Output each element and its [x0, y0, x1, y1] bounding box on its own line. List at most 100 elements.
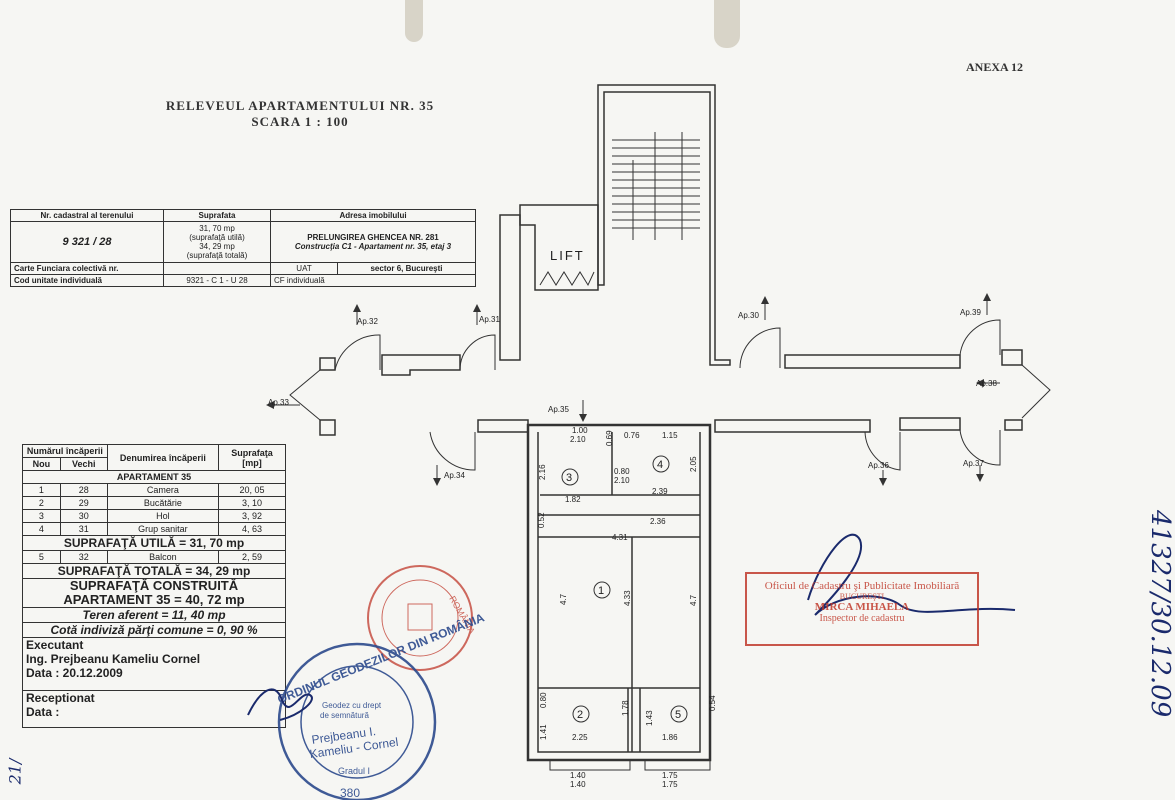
surface-utila-label: (suprafaţă utilă)	[189, 233, 245, 242]
address-line2: Construcţia C1 - Apartament nr. 35, etaj…	[294, 242, 452, 251]
geodez-line1: Geodez cu drept	[322, 701, 382, 710]
dim-label: 4.7	[559, 593, 568, 605]
handwritten-registration: 41327/30.12.09	[1145, 510, 1175, 718]
surface-totala-label: (suprafaţă totală)	[186, 251, 248, 260]
label-ap38: Ap.38	[976, 379, 997, 388]
dim-label: 1.75	[662, 771, 678, 780]
label-ap34: Ap.34	[444, 471, 465, 480]
dim-label: 1.86	[662, 733, 678, 742]
room-marker-2	[572, 705, 590, 723]
dim-label: 0.80	[539, 692, 548, 708]
door-ap38	[1021, 364, 1051, 419]
receptionat-cell: Receptionat Data :	[22, 690, 286, 728]
corridor-top-wall-left	[319, 354, 461, 376]
table-row: 3 30 Hol 3, 92	[22, 509, 286, 523]
room-marker-3	[561, 468, 579, 486]
geodez-number: 380	[340, 786, 360, 800]
label-ap36: Ap.36	[868, 461, 889, 470]
dim-label: 1.43	[645, 710, 654, 726]
label-ap30: Ap.30	[738, 311, 759, 320]
title-line1: RELEVEUL APARTAMENTULUI NR. 35	[165, 98, 435, 113]
balcony-rails	[549, 760, 711, 771]
label-ap39: Ap.39	[960, 308, 981, 317]
hdr-denumirea: Denumirea încăperii	[106, 444, 220, 471]
lift-zigzag	[539, 271, 595, 287]
dim-label: 2.10	[570, 435, 586, 444]
dim-label: 1.00	[572, 426, 588, 435]
dim-label: 1.40	[570, 771, 586, 780]
label-ap37: Ap.37	[963, 459, 984, 468]
inspector-signature	[807, 533, 1016, 616]
oficiu-line4: Inspector de cadastru	[819, 613, 905, 624]
plan-labels: LIFT Ap.32 Ap.31 Ap.30 Ap.39 Ap.33 Ap.38…	[268, 248, 997, 480]
room-number-2: 2	[577, 709, 583, 721]
cadastral-number: 9 321 / 28	[10, 221, 164, 263]
door-ap32	[334, 334, 381, 371]
room-number-markers: 3 4 1 2 5	[561, 455, 688, 723]
room-number-5: 5	[675, 709, 681, 721]
stair-shaft-wall	[597, 84, 731, 366]
executant-label: Executant	[26, 638, 84, 652]
suprafata-construita: SUPRAFAŢĂ CONSTRUITĂ APARTAMENT 35 = 40,…	[22, 578, 286, 608]
corridor-bottom-wall-left	[319, 419, 529, 436]
room-number-4: 4	[657, 459, 663, 471]
side-note: 21/	[5, 758, 25, 785]
cod-unitate-label: Cod unitate individuală	[10, 274, 164, 287]
executant-name: Ing. Prejbeanu Kameliu Cornel	[26, 652, 201, 666]
dim-label: 4.33	[623, 590, 632, 606]
dim-label: 2.39	[652, 487, 668, 496]
suprafata-construita-line2: APARTAMENT 35 = 40, 72 mp	[63, 592, 245, 607]
teren-aferent: Teren aferent = 11, 40 mp	[22, 607, 286, 623]
dim-label: 0.54	[708, 695, 717, 711]
door-ap31	[459, 334, 496, 371]
door-ap34	[429, 431, 476, 471]
room-number-1: 1	[598, 585, 604, 597]
label-ap33: Ap.33	[268, 398, 289, 407]
cadastral-info-table: Nr. cadastral al terenului Suprafata Adr…	[10, 209, 476, 287]
room-marker-5	[670, 705, 688, 723]
dim-label: 4.7	[689, 594, 698, 606]
dim-label: 1.78	[621, 700, 630, 716]
dim-label: 2.16	[538, 464, 547, 480]
door-ap30	[739, 327, 781, 369]
title-line2: SCARA 1 : 100	[251, 114, 349, 129]
dim-label: 0.52	[537, 512, 546, 528]
geodez-stamp: ORDINUL GEODEZILOR DIN ROMÂNIA Geodez cu…	[275, 609, 487, 800]
label-ap31: Ap.31	[479, 315, 500, 324]
address-line1: PRELUNGIREA GHENCEA NR. 281	[307, 233, 439, 242]
door-ap39	[959, 319, 1001, 356]
binder-hole-right	[714, 0, 740, 48]
dim-label: 2.25	[572, 733, 588, 742]
oficiu-line1: Oficiul de Cadastru şi Publicitate Imobi…	[764, 580, 960, 592]
stair-lines	[612, 132, 700, 240]
dim-label: 2.36	[650, 517, 666, 526]
room-number-3: 3	[566, 472, 572, 484]
executant-date: Data : 20.12.2009	[26, 666, 123, 680]
surface-utila-value: 31, 70 mp	[199, 224, 235, 233]
dim-label: 1.15	[662, 431, 678, 440]
binder-hole-left	[405, 0, 423, 42]
door-ap37	[959, 429, 1001, 466]
surface-totala-value: 34, 29 mp	[199, 242, 235, 251]
dim-label: 1.82	[565, 495, 581, 504]
address-cell: PRELUNGIREA GHENCEA NR. 281 Construcţia …	[270, 221, 476, 263]
cod-unitate-value: 9321 - C 1 - U 28	[163, 274, 271, 287]
dim-label: 2.10	[614, 476, 630, 485]
lift-label: LIFT	[550, 248, 585, 263]
label-ap35: Ap.35	[548, 405, 569, 414]
dim-label: 0.80	[614, 467, 630, 476]
door-ap36	[864, 431, 901, 471]
dim-label: 2.05	[689, 456, 698, 472]
arrow-heads	[266, 293, 991, 486]
room-marker-1	[593, 581, 611, 599]
corridor-top-wall-right	[784, 349, 1023, 369]
cota-indiviza: Cotă indiviză părţi comune = 0, 90 %	[22, 622, 286, 638]
receptionat-date: Data :	[26, 705, 60, 719]
label-ap32: Ap.32	[357, 317, 378, 326]
surface-cell: 31, 70 mp (suprafaţă utilă) 34, 29 mp (s…	[163, 221, 271, 263]
corridor-bottom-wall-right	[714, 417, 1023, 433]
geodez-line5: Gradul I	[338, 766, 370, 776]
executant-signature	[247, 688, 313, 721]
dim-label: 0.76	[624, 431, 640, 440]
dimension-labels: 1.00 2.10 0.69 0.76 1.15 2.16 1.82 0.80 …	[537, 426, 717, 789]
